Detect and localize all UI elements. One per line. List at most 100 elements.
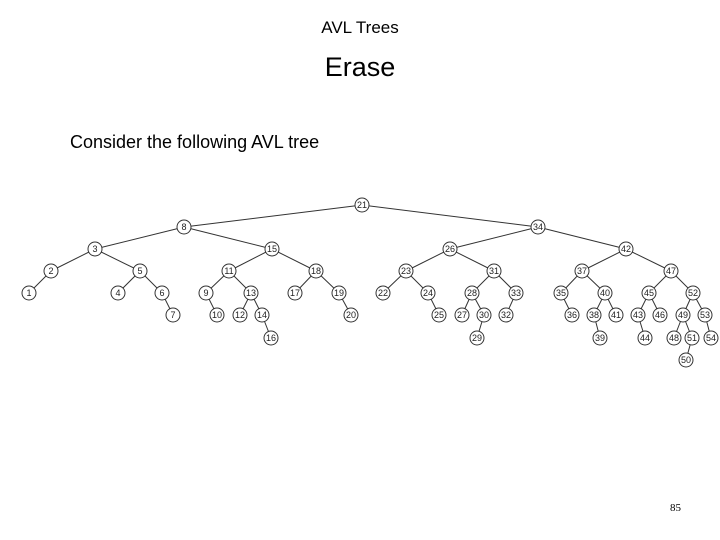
node-circle bbox=[666, 330, 682, 346]
tree-node-45: 45 bbox=[641, 285, 657, 301]
node-circle bbox=[398, 263, 414, 279]
node-circle bbox=[586, 307, 602, 323]
tree-node-42: 42 bbox=[618, 241, 634, 257]
node-label: 35 bbox=[556, 288, 566, 298]
node-label: 26 bbox=[445, 244, 455, 254]
node-label: 3 bbox=[92, 244, 97, 254]
node-label: 54 bbox=[706, 333, 716, 343]
tree-edge-34-42 bbox=[537, 226, 627, 250]
tree-edge-26-31 bbox=[449, 248, 495, 272]
node-label: 24 bbox=[423, 288, 433, 298]
node-label: 9 bbox=[203, 288, 208, 298]
tree-edge-26-23 bbox=[405, 248, 451, 272]
node-label: 21 bbox=[357, 200, 367, 210]
node-circle bbox=[263, 330, 279, 346]
node-circle bbox=[630, 307, 646, 323]
node-label: 23 bbox=[401, 266, 411, 276]
tree-node-37: 37 bbox=[574, 263, 590, 279]
tree-node-46: 46 bbox=[652, 307, 668, 323]
slide-title: Erase bbox=[324, 52, 396, 82]
node-circle bbox=[618, 241, 634, 257]
node-label: 1 bbox=[26, 288, 31, 298]
node-circle bbox=[498, 307, 514, 323]
node-circle bbox=[442, 241, 458, 257]
node-label: 5 bbox=[137, 266, 142, 276]
tree-node-9: 9 bbox=[198, 285, 214, 301]
node-label: 11 bbox=[224, 266, 233, 276]
node-label: 18 bbox=[311, 266, 321, 276]
tree-node-54: 54 bbox=[703, 330, 719, 346]
tree-node-24: 24 bbox=[420, 285, 436, 301]
node-label: 4 bbox=[115, 288, 120, 298]
node-circle bbox=[176, 219, 192, 235]
tree-node-49: 49 bbox=[675, 307, 691, 323]
node-label: 34 bbox=[533, 222, 543, 232]
tree-node-23: 23 bbox=[398, 263, 414, 279]
tree-node-18: 18 bbox=[308, 263, 324, 279]
node-label: 49 bbox=[678, 310, 688, 320]
tree-node-16: 16 bbox=[263, 330, 279, 346]
tree-node-29: 29 bbox=[469, 330, 485, 346]
node-label: 12 bbox=[235, 310, 245, 320]
node-circle bbox=[354, 197, 370, 213]
header-title: AVL Trees bbox=[321, 18, 399, 37]
node-circle bbox=[508, 285, 524, 301]
node-circle bbox=[254, 307, 270, 323]
node-label: 46 bbox=[655, 310, 665, 320]
node-circle bbox=[431, 307, 447, 323]
tree-edge-42-47 bbox=[625, 248, 672, 272]
tree-node-32: 32 bbox=[498, 307, 514, 323]
node-label: 14 bbox=[257, 310, 267, 320]
tree-node-51: 51 bbox=[684, 330, 700, 346]
node-label: 42 bbox=[621, 244, 631, 254]
tree-node-48: 48 bbox=[666, 330, 682, 346]
tree-node-28: 28 bbox=[464, 285, 480, 301]
node-circle bbox=[264, 241, 280, 257]
node-circle bbox=[110, 285, 126, 301]
tree-node-52: 52 bbox=[685, 285, 701, 301]
tree-node-40: 40 bbox=[597, 285, 613, 301]
node-label: 10 bbox=[212, 310, 222, 320]
node-label: 6 bbox=[159, 288, 164, 298]
node-circle bbox=[637, 330, 653, 346]
node-label: 7 bbox=[170, 310, 175, 320]
tree-node-44: 44 bbox=[637, 330, 653, 346]
tree-node-27: 27 bbox=[454, 307, 470, 323]
tree-node-12: 12 bbox=[232, 307, 248, 323]
node-circle bbox=[641, 285, 657, 301]
node-label: 32 bbox=[501, 310, 511, 320]
node-circle bbox=[87, 241, 103, 257]
node-circle bbox=[243, 285, 259, 301]
tree-node-6: 6 bbox=[154, 285, 170, 301]
node-circle bbox=[464, 285, 480, 301]
node-circle bbox=[574, 263, 590, 279]
node-circle bbox=[343, 307, 359, 323]
tree-node-11: 11 bbox=[221, 263, 237, 279]
node-circle bbox=[564, 307, 580, 323]
node-circle bbox=[684, 330, 700, 346]
tree-edge-34-26 bbox=[449, 226, 539, 250]
node-label: 33 bbox=[511, 288, 521, 298]
node-circle bbox=[420, 285, 436, 301]
node-circle bbox=[331, 285, 347, 301]
node-label: 19 bbox=[334, 288, 344, 298]
tree-edge-42-37 bbox=[581, 248, 627, 272]
node-circle bbox=[608, 307, 624, 323]
node-circle bbox=[469, 330, 485, 346]
node-circle bbox=[43, 263, 59, 279]
node-circle bbox=[592, 330, 608, 346]
node-circle bbox=[675, 307, 691, 323]
tree-node-41: 41 bbox=[608, 307, 624, 323]
tree-node-25: 25 bbox=[431, 307, 447, 323]
node-circle bbox=[308, 263, 324, 279]
node-label: 41 bbox=[611, 310, 621, 320]
node-label: 16 bbox=[266, 333, 276, 343]
node-circle bbox=[454, 307, 470, 323]
tree-node-8: 8 bbox=[176, 219, 192, 235]
tree-edge-15-18 bbox=[271, 248, 317, 272]
tree-node-20: 20 bbox=[343, 307, 359, 323]
tree-node-2: 2 bbox=[43, 263, 59, 279]
node-label: 52 bbox=[688, 288, 698, 298]
tree-node-14: 14 bbox=[254, 307, 270, 323]
node-circle bbox=[703, 330, 719, 346]
